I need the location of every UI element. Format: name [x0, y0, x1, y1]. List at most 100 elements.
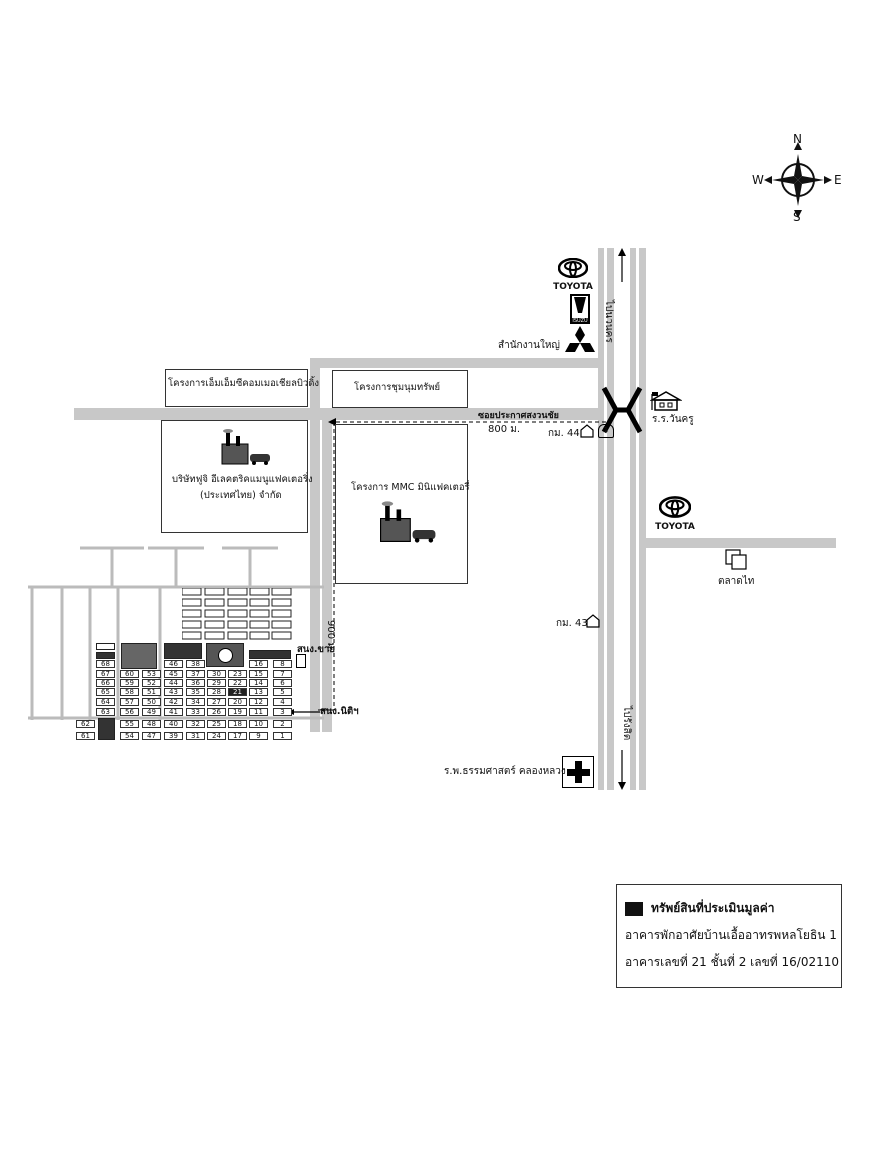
toyota-emblem-icon — [658, 496, 692, 518]
head-office-label: สำนักงานใหญ่ — [498, 340, 560, 351]
lot: 62 — [76, 720, 95, 728]
lot: 50 — [142, 698, 161, 706]
legend-swatch — [625, 901, 643, 916]
lot: 52 — [142, 679, 161, 687]
lot: 39 — [164, 732, 183, 740]
legend-title: ทรัพย์สินที่ประเมินมูลค่า — [651, 901, 775, 915]
lot: 32 — [186, 720, 205, 728]
hospital-icon — [562, 756, 594, 788]
lot: 37 — [186, 670, 205, 678]
lot: 7 — [273, 670, 292, 678]
soi-name-label: ซอยประกาศสงวนชัย — [478, 411, 559, 421]
compass-e: E — [834, 173, 842, 187]
condo-site-lines — [28, 546, 324, 720]
lot: 31 — [186, 732, 205, 740]
legend-line-1: อาคารพักอาศัยบ้านเอื้ออาทรพหลโยธิน 1 — [625, 928, 837, 942]
lot: 42 — [164, 698, 183, 706]
lot: 28 — [207, 688, 226, 696]
sales-office-label: สนง.ขาย — [297, 644, 335, 655]
compass-rose-icon — [764, 142, 832, 218]
pool-icon — [218, 648, 233, 663]
lot: 64 — [96, 698, 115, 706]
road-east — [644, 538, 836, 548]
market-label: ตลาดไท — [718, 576, 755, 587]
to-bangkok-label: ไปนวนคร — [603, 300, 614, 343]
fujii-label-2: (ประเทศไทย) จำกัด — [200, 490, 282, 501]
common-block-4 — [164, 643, 202, 659]
subject-property-lot: 21 — [228, 688, 247, 696]
route-1-shield-icon: 1 — [598, 424, 614, 438]
blank-units-top — [181, 587, 294, 640]
lot: 5 — [273, 688, 292, 696]
lot: 46 — [164, 660, 183, 668]
lot: 6 — [273, 679, 292, 687]
sales-office-marker — [296, 654, 306, 668]
arrow-up-icon — [618, 248, 626, 282]
project-mmc-box — [335, 424, 468, 584]
isuzu-logo: ISUZU — [570, 294, 590, 324]
lot: 35 — [186, 688, 205, 696]
common-block-1 — [96, 643, 115, 650]
lot: 61 — [76, 732, 95, 740]
lot: 23 — [228, 670, 247, 678]
lot: 68 — [96, 660, 115, 668]
distance-800-label: 800 ม. — [488, 424, 521, 435]
lot: 38 — [186, 660, 205, 668]
lot: 33 — [186, 708, 205, 716]
legend-line-2: อาคารเลขที่ 21 ชั้นที่ 2 เลขที่ 16/02110 — [625, 955, 840, 969]
lot: 34 — [186, 698, 205, 706]
road-upper — [312, 358, 602, 368]
km44-label: กม. 44 — [548, 428, 580, 439]
fujii-company-box — [161, 420, 308, 533]
lot: 11 — [249, 708, 268, 716]
lot: 44 — [164, 679, 183, 687]
lot: 2 — [273, 720, 292, 728]
lot: 51 — [142, 688, 161, 696]
km44-marker-icon — [580, 424, 594, 438]
lot: 20 — [228, 698, 247, 706]
lot: 15 — [249, 670, 268, 678]
lot: 17 — [228, 732, 247, 740]
road-to-condo — [310, 358, 320, 732]
lot: 43 — [164, 688, 183, 696]
compass-n: N — [793, 132, 802, 146]
lot: 66 — [96, 679, 115, 687]
project-chumnum — [332, 370, 468, 408]
lot: 24 — [207, 732, 226, 740]
lot: 45 — [164, 670, 183, 678]
lot: 36 — [186, 679, 205, 687]
road-soi — [74, 408, 604, 420]
lot: 10 — [249, 720, 268, 728]
lot: 55 — [120, 720, 139, 728]
km43-label: กม. 43 — [556, 618, 588, 629]
lot: 8 — [273, 660, 292, 668]
lot: 1 — [273, 732, 292, 740]
lot: 67 — [96, 670, 115, 678]
lot: 53 — [142, 670, 161, 678]
toyota-emblem-icon — [557, 257, 589, 279]
lot: 26 — [207, 708, 226, 716]
compass: N S W E — [752, 132, 848, 224]
common-block-5 — [249, 650, 291, 659]
lot: 48 — [142, 720, 161, 728]
lot: 25 — [207, 720, 226, 728]
project-mm-commercial-label: โครงการเอ็มเอ็มซีคอมเมอเชียลบิวดิ้ง — [168, 378, 320, 389]
lot: 29 — [207, 679, 226, 687]
lot: 27 — [207, 698, 226, 706]
market-icon — [725, 549, 747, 570]
lot: 54 — [120, 732, 139, 740]
project-mm-commercial — [165, 369, 308, 407]
lot: 12 — [249, 698, 268, 706]
hospital-label: ร.พ.ธรรมศาสตร์ คลองหลวง — [444, 766, 566, 777]
toyota-logo-mid: TOYOTA — [650, 496, 700, 532]
lot: 49 — [142, 708, 161, 716]
lot: 13 — [249, 688, 268, 696]
arrow-down-icon — [618, 750, 626, 790]
lot: 59 — [120, 679, 139, 687]
lot: 14 — [249, 679, 268, 687]
legend-box: ทรัพย์สินที่ประเมินมูลค่า อาคารพักอาศัยบ… — [616, 884, 842, 988]
isuzu-emblem-icon — [574, 297, 586, 313]
lot: 47 — [142, 732, 161, 740]
mitsubishi-logo-icon — [565, 326, 595, 352]
juristic-office-label: สนง.นิติฯ — [320, 706, 359, 717]
